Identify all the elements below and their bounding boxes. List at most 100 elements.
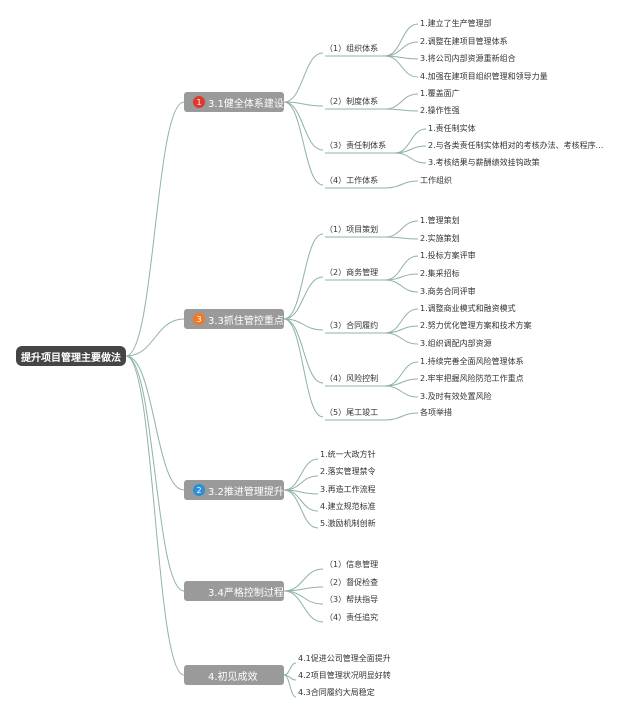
topic-management-upgrade[interactable]: 2 3.2推进管理提升 bbox=[184, 480, 284, 500]
branch-connector bbox=[283, 52, 324, 103]
leaf[interactable]: 3.组织调配内部资源 bbox=[420, 339, 492, 348]
badge-blank-icon bbox=[193, 585, 205, 597]
leaf[interactable]: 工作组织 bbox=[420, 176, 452, 185]
leaf[interactable]: 1.覆盖面广 bbox=[420, 89, 460, 98]
root-connector bbox=[125, 355, 185, 491]
topic-control-focus[interactable]: 3 3.3抓住管控重点 bbox=[184, 309, 284, 329]
branch-connector bbox=[283, 101, 324, 107]
leaf-connector bbox=[384, 361, 419, 387]
branch-connector bbox=[283, 101, 324, 186]
leaf[interactable]: （3）帮扶指导 bbox=[325, 595, 379, 604]
leaf[interactable]: 各项举措 bbox=[420, 408, 452, 417]
branch-connector bbox=[283, 568, 324, 592]
branch-connector bbox=[283, 318, 324, 331]
root-connector bbox=[125, 355, 185, 592]
leaf-connector bbox=[394, 152, 427, 164]
subtopic[interactable]: （2）制度体系 bbox=[325, 97, 379, 106]
leaf[interactable]: （2）督促检查 bbox=[325, 578, 379, 587]
topic-label: 3.3抓住管控重点 bbox=[208, 315, 284, 327]
leaf-connector bbox=[384, 279, 419, 293]
topic-label: 3.4严格控制过程 bbox=[208, 587, 284, 599]
leaf[interactable]: 4.3合同履约大局稳定 bbox=[298, 688, 375, 697]
branch-connector bbox=[283, 318, 324, 384]
branch-connector bbox=[283, 586, 324, 592]
leaf[interactable]: 4.2项目管理状况明显好转 bbox=[298, 671, 391, 680]
root-connector bbox=[125, 101, 185, 357]
leaf-connector bbox=[384, 236, 419, 240]
subtopic[interactable]: （2）商务管理 bbox=[325, 268, 379, 277]
leaf-connector bbox=[384, 180, 419, 189]
leaf[interactable]: 1.责任制实体 bbox=[428, 124, 476, 133]
leaf-connector bbox=[384, 308, 419, 334]
branch-connector bbox=[283, 458, 319, 491]
leaf[interactable]: （1）信息管理 bbox=[325, 560, 379, 569]
topic-label: 3.1健全体系建设 bbox=[208, 98, 284, 110]
badge-blank-icon bbox=[193, 669, 205, 681]
leaf[interactable]: 2.调整在建项目管理体系 bbox=[420, 37, 508, 46]
subtopic[interactable]: （4）风险控制 bbox=[325, 374, 379, 383]
leaf[interactable]: 1.持续完善全面风险管理体系 bbox=[420, 357, 524, 366]
subtopic[interactable]: （3）责任制体系 bbox=[325, 141, 387, 150]
leaf[interactable]: 2.牢牢把握风险防范工作重点 bbox=[420, 374, 524, 383]
leaf[interactable]: 3.商务合同评审 bbox=[420, 287, 476, 296]
branch-connector bbox=[283, 475, 319, 491]
leaf-connector bbox=[384, 55, 419, 78]
branch-connector bbox=[283, 101, 324, 151]
leaf[interactable]: 3.再造工作流程 bbox=[320, 485, 376, 494]
badge-3-icon: 3 bbox=[193, 313, 205, 325]
leaf[interactable]: 2.努力优化管理方案和技术方案 bbox=[420, 321, 532, 330]
leaf[interactable]: 2.实施策划 bbox=[420, 234, 460, 243]
leaf[interactable]: 1.调整商业模式和融资模式 bbox=[420, 304, 516, 313]
root-topic[interactable]: 提升项目管理主要做法 bbox=[16, 346, 126, 366]
leaf[interactable]: 1.建立了生产管理部 bbox=[420, 19, 492, 28]
leaf-connector bbox=[384, 108, 419, 112]
subtopic[interactable]: （5）尾工竣工 bbox=[325, 408, 379, 417]
leaf[interactable]: 3.及时有效处置风险 bbox=[420, 392, 492, 401]
leaf-connector bbox=[384, 23, 419, 57]
leaf-connector bbox=[384, 412, 419, 421]
leaf[interactable]: 4.建立规范标准 bbox=[320, 502, 376, 511]
leaf[interactable]: 5.激励机制创新 bbox=[320, 519, 376, 528]
branch-connector bbox=[283, 662, 297, 676]
leaf[interactable]: 3.将公司内部资源重新组合 bbox=[420, 54, 516, 63]
subtopic[interactable]: （3）合同履约 bbox=[325, 321, 379, 330]
root-connector bbox=[125, 355, 185, 676]
leaf[interactable]: 2.集采招标 bbox=[420, 269, 460, 278]
branch-connector bbox=[283, 489, 319, 529]
leaf[interactable]: 2.落实管理禁令 bbox=[320, 467, 376, 476]
leaf[interactable]: 1.投标方案评审 bbox=[420, 251, 476, 260]
badge-2-icon: 2 bbox=[193, 484, 205, 496]
leaf-connector bbox=[384, 220, 419, 238]
topic-process-control[interactable]: 3.4严格控制过程 bbox=[184, 581, 284, 601]
branch-connector bbox=[283, 674, 297, 698]
leaf-connector bbox=[394, 128, 427, 154]
leaf[interactable]: 2.与各类责任制实体相对的考核办法、考核程序... bbox=[428, 141, 604, 150]
leaf[interactable]: 3.考核结果与薪酬绩效挂钩政策 bbox=[428, 158, 540, 167]
leaf-connector bbox=[384, 93, 419, 110]
root-connector bbox=[125, 318, 185, 357]
topic-label: 3.2推进管理提升 bbox=[208, 486, 284, 498]
badge-1-icon: 1 bbox=[193, 96, 205, 108]
branch-connector bbox=[283, 590, 324, 623]
branch-connector bbox=[283, 233, 324, 320]
leaf-connector bbox=[384, 385, 419, 398]
subtopic[interactable]: （1）组织体系 bbox=[325, 44, 379, 53]
topic-label: 4.初见成效 bbox=[208, 671, 258, 683]
topic-initial-results[interactable]: 4.初见成效 bbox=[184, 665, 284, 685]
branch-connector bbox=[283, 276, 324, 320]
leaf[interactable]: 1.统一大政方针 bbox=[320, 450, 376, 459]
leaf[interactable]: 1.管理策划 bbox=[420, 216, 460, 225]
branch-connector bbox=[283, 318, 324, 418]
subtopic[interactable]: （1）项目策划 bbox=[325, 225, 379, 234]
leaf-connector bbox=[384, 332, 419, 345]
topic-health-system[interactable]: 1 3.1健全体系建设 bbox=[184, 92, 284, 112]
leaf-connector bbox=[384, 41, 419, 57]
leaf[interactable]: 2.操作性强 bbox=[420, 106, 460, 115]
leaf[interactable]: 4.加强在建项目组织管理和领导力量 bbox=[420, 72, 548, 81]
leaf[interactable]: （4）责任追究 bbox=[325, 613, 379, 622]
subtopic[interactable]: （4）工作体系 bbox=[325, 176, 379, 185]
leaf[interactable]: 4.1促进公司管理全面提升 bbox=[298, 654, 391, 663]
leaf-connector bbox=[384, 255, 419, 281]
